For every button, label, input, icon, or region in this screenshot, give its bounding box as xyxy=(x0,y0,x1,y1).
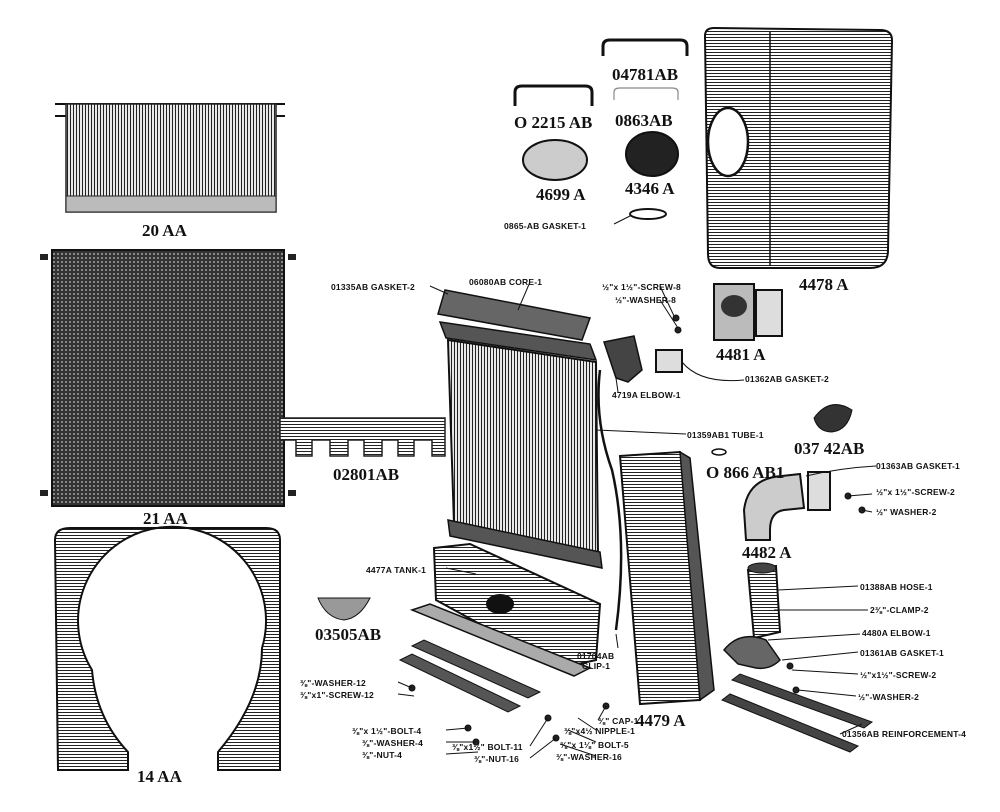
callout-bolt-4: ⅜"x 1½"-BOLT-4 xyxy=(352,726,422,736)
part-4480a-elbow xyxy=(722,635,781,670)
part-21aa-screen xyxy=(40,249,296,507)
label-03742ab: 037 42AB xyxy=(794,439,865,458)
callout-clip-1: CLIP-1 xyxy=(582,661,611,671)
part-01356ab-bar-a xyxy=(730,673,874,729)
part-01362ab-gasket xyxy=(655,349,683,373)
callout-01359ab1-tube: 01359AB1 TUBE-1 xyxy=(687,430,764,440)
label-4478a: 4478 A xyxy=(799,275,849,294)
part-0866ab1-ring xyxy=(711,448,727,456)
callout-washer-12: ⅜"-WASHER-12 xyxy=(300,678,366,688)
part-01356ab-bar-b xyxy=(720,693,860,753)
callout-nipple-1: ⅜"x4½ NIPPLE-1 xyxy=(564,726,636,736)
part-03505ab-plate xyxy=(317,597,371,621)
callout-washer-2-lower: ½"-WASHER-2 xyxy=(858,692,920,702)
part-4482a-elbow xyxy=(742,471,831,541)
part-02215ab-gasket xyxy=(513,84,594,106)
callout-screw-2-lower: ½"x1½"-SCREW-2 xyxy=(860,670,937,680)
part-4479a-side-tank xyxy=(618,450,715,706)
part-bottom-gasket xyxy=(409,603,592,677)
label-02215ab: O 2215 AB xyxy=(514,113,593,132)
label-4479a: 4479 A xyxy=(636,711,686,730)
callout-01388ab-hose: 01388AB HOSE-1 xyxy=(860,582,933,592)
part-0865ab-ring xyxy=(629,208,667,220)
callout-bolt-5: ⅜"x 1⅛" BOLT-5 xyxy=(560,740,629,750)
label-0866ab1: O 866 AB1 xyxy=(706,463,785,482)
callout-screw-12: ⅜"x1"-SCREW-12 xyxy=(300,690,374,700)
callout-01362ab-gasket: 01362AB GASKET-2 xyxy=(745,374,829,384)
callout-01335ab-gasket: 01335AB GASKET-2 xyxy=(331,282,415,292)
callout-01704ab: 01704AB xyxy=(577,651,615,661)
part-06080ab-core xyxy=(438,321,603,569)
label-4481a: 4481 A xyxy=(716,345,766,364)
part-03742ab-cap xyxy=(813,404,853,433)
label-02801ab: 02801AB xyxy=(333,465,400,484)
part-bar-a xyxy=(398,653,522,713)
part-bar-b xyxy=(410,639,542,699)
callout-cap-1: ⅜" CAP-1 xyxy=(598,716,639,726)
leader-lines xyxy=(397,215,877,759)
part-4719a-elbow xyxy=(603,335,643,383)
part-14aa-shroud xyxy=(53,525,281,771)
label-04781ab: 04781AB xyxy=(612,65,679,84)
part-01359ab1-tube xyxy=(597,369,623,631)
callout-washer-4: ⅜"-WASHER-4 xyxy=(362,738,424,748)
callout-screw-2-upper: ½"x 1½"-SCREW-2 xyxy=(876,487,955,497)
callout-4480a-elbow: 4480A ELBOW-1 xyxy=(862,628,931,638)
callout-0865ab-gasket: 0865-AB GASKET-1 xyxy=(504,221,587,231)
part-04781ab-gasket xyxy=(601,38,689,56)
label-4699a: 4699 A xyxy=(536,185,586,204)
label-4346a: 4346 A xyxy=(625,179,675,198)
part-20aa-curtain xyxy=(55,103,285,213)
callout-01361ab-gasket: 01361AB GASKET-1 xyxy=(860,648,944,658)
part-4481a-outlet xyxy=(713,283,783,341)
label-4482a: 4482 A xyxy=(742,543,792,562)
callout-washer-2-upper: ½" WASHER-2 xyxy=(876,507,937,517)
callout-06080ab-core: 06080AB CORE-1 xyxy=(469,277,543,287)
label-0863ab: 0863AB xyxy=(615,111,673,130)
label-20aa: 20 AA xyxy=(142,221,187,240)
callout-4719a-elbow: 4719A ELBOW-1 xyxy=(612,390,681,400)
label-14aa: 14 AA xyxy=(137,767,182,786)
label-21aa: 21 AA xyxy=(143,509,188,528)
part-4478a-top-tank xyxy=(703,26,894,269)
label-03505ab: 03505AB xyxy=(315,625,382,644)
callout-nut-16: ⅜"-NUT-16 xyxy=(474,754,520,764)
part-0863ab-gasket xyxy=(613,87,679,100)
part-4699a-cap xyxy=(522,139,588,181)
callout-washer-16: ⅜"-WASHER-16 xyxy=(556,752,622,762)
part-02801ab-baffle xyxy=(279,417,446,457)
part-4346a-plug xyxy=(625,131,679,177)
callout-nut-4: ⅜"-NUT-4 xyxy=(362,750,403,760)
callout-screw-8: ½"x 1½"-SCREW-8 xyxy=(602,282,681,292)
part-01388ab-hose xyxy=(746,562,782,640)
callout-bolt-11: ⅜"x1½" BOLT-11 xyxy=(452,742,523,752)
callout-01363ab-gasket: 01363AB GASKET-1 xyxy=(876,461,960,471)
part-01335ab-gasket xyxy=(437,289,592,341)
callout-washer-8: ½"-WASHER-8 xyxy=(615,295,677,305)
callout-01356ab-reinforcement: 01356AB REINFORCEMENT-4 xyxy=(842,729,967,739)
part-4477a-tank xyxy=(432,542,602,670)
callout-clamp-2: 2⅜"-CLAMP-2 xyxy=(870,605,929,615)
callout-4477a-tank: 4477A TANK-1 xyxy=(366,565,427,575)
